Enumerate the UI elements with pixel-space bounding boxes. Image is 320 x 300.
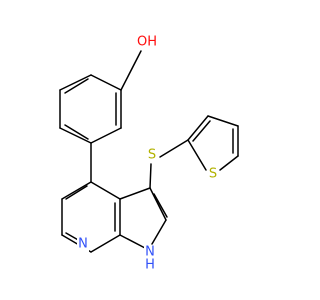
- bond-pyrl-1: [119, 187, 151, 200]
- molecule-structure: OH S S N N H: [59, 33, 239, 273]
- bond-benz-3: [59, 127, 92, 144]
- atom-label-layer: OH S S N N H: [77, 33, 219, 273]
- pyrrole-hydrogen-label: H: [145, 258, 155, 273]
- bond-benz-d3: [64, 78, 89, 94]
- pyrrole-nitrogen-label: N: [145, 245, 155, 260]
- oh-label-bg: [136, 33, 158, 50]
- thioether-sulfur-label: S: [148, 148, 156, 163]
- bond-thio-d1: [192, 120, 211, 142]
- bond-benz-2: [90, 127, 122, 144]
- bond-thio-4: [219, 155, 239, 171]
- bond-benz-5: [59, 74, 92, 91]
- bond-benz-d2: [64, 124, 89, 140]
- pyridine-n-label-bg: [77, 236, 89, 252]
- thiophene-sulfur-label: S: [209, 167, 217, 182]
- bond-pyrl-d1: [153, 193, 168, 218]
- bond-c3-s: [149, 163, 152, 189]
- pyrrole-n-label-bg: [144, 245, 156, 259]
- bond-pyrl-3: [151, 219, 167, 245]
- bond-pyrl-4: [119, 234, 146, 249]
- bond-pyr-6: [61, 181, 92, 200]
- bond-pyrl-2: [149, 187, 167, 221]
- bond-thio-5: [187, 139, 207, 171]
- thioether-s-label-bg: [146, 147, 158, 163]
- bond-s-thio: [159, 139, 189, 158]
- bond-pyr-1: [90, 181, 121, 200]
- hydroxyl-oxygen-label: OH: [137, 35, 157, 50]
- bond-layer: [59, 50, 239, 253]
- pyrrole-h-label-bg: [144, 258, 156, 272]
- bond-ch2-oh: [120, 50, 142, 91]
- thiophene-s-label-bg: [207, 166, 219, 182]
- pyridine-nitrogen-label: N: [78, 237, 88, 252]
- bond-thio-2: [207, 115, 239, 127]
- bond-pyr-3: [90, 234, 121, 253]
- bond-pyr-d1: [65, 185, 88, 200]
- bond-benz-6: [90, 74, 122, 91]
- bond-thio-1: [187, 115, 209, 141]
